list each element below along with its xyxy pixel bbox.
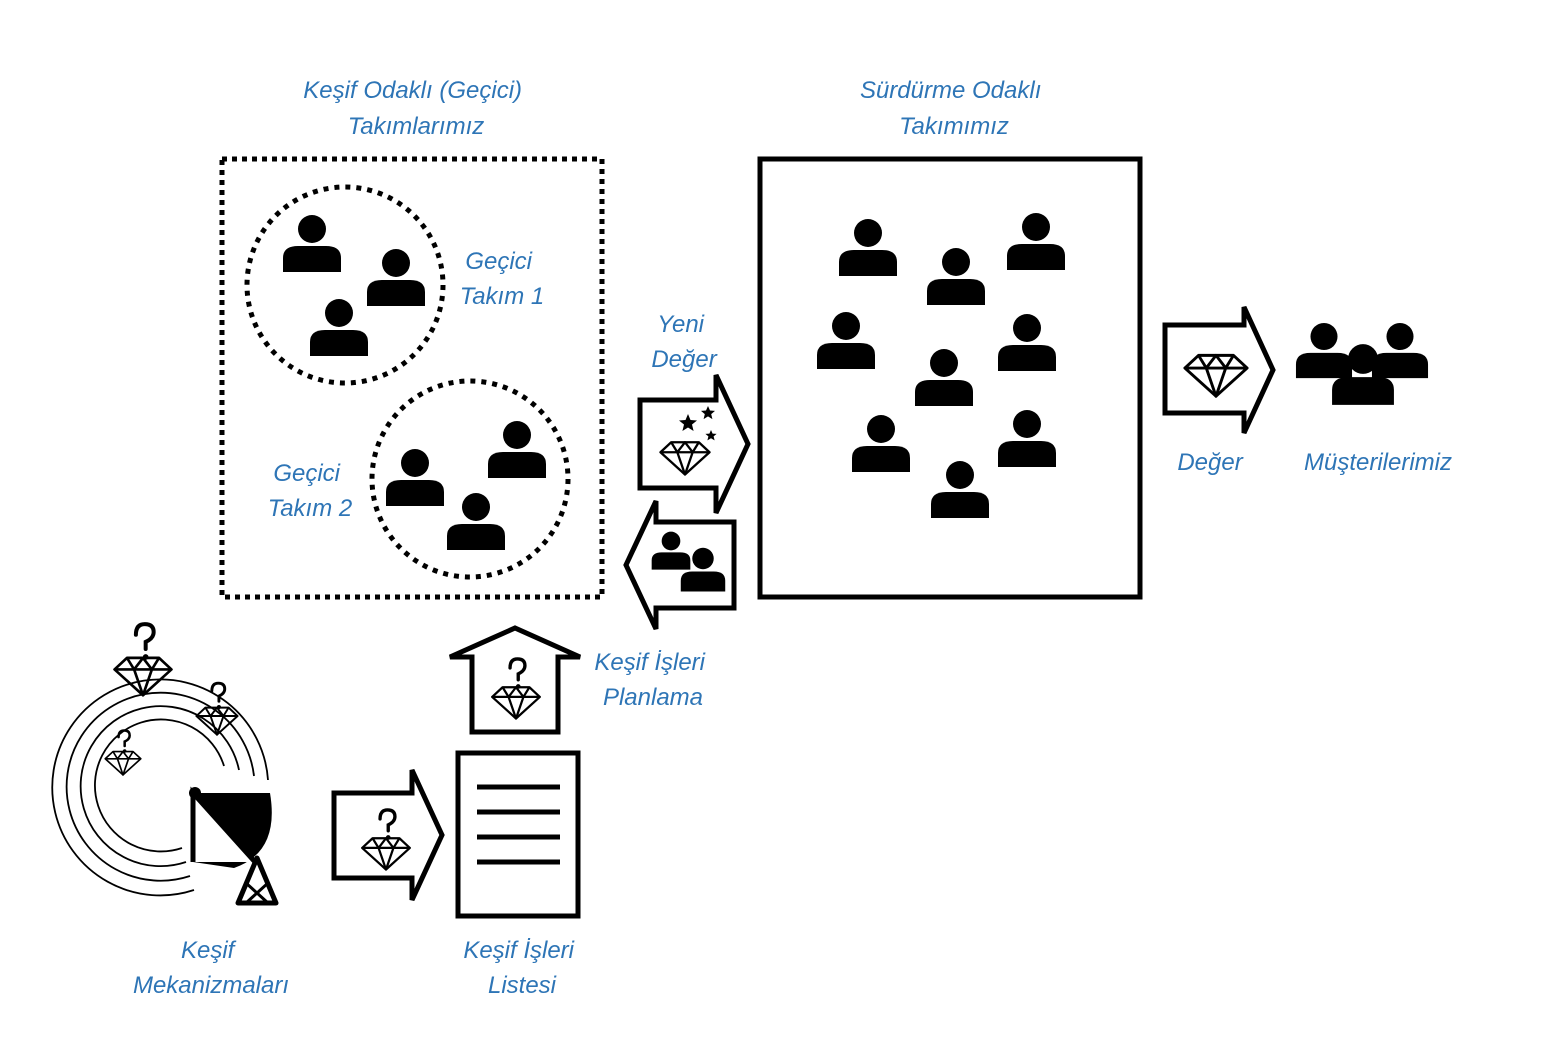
question-diamond-icon	[115, 624, 172, 695]
person-icon	[817, 312, 875, 369]
question-diamond-icon	[492, 659, 540, 719]
temp-team-1-members	[283, 215, 425, 356]
person-icon	[927, 248, 985, 305]
person-icon	[488, 421, 546, 478]
planning-arrow	[448, 625, 582, 735]
mechanisms-to-list-arrow	[331, 768, 445, 902]
value-label: Değer	[1177, 449, 1243, 476]
sustain-team-members	[817, 213, 1065, 518]
sustain-team-box	[757, 156, 1143, 600]
discovery-teams-title: Keşif Odaklı (Geçici) Takımlarımız	[303, 77, 528, 140]
diamond-icon	[1183, 353, 1249, 398]
radar-arcs	[51, 678, 269, 897]
person-icon	[998, 410, 1056, 467]
discovery-teams-box	[219, 156, 605, 600]
planning-label: Keşif İşleri Planlama	[594, 649, 711, 711]
temp-team-1-circle	[244, 184, 446, 386]
person-icon	[447, 493, 505, 550]
people-group-icon	[651, 531, 726, 592]
mechanisms-label: Keşif Mekanizmaları	[133, 937, 289, 999]
work-list-label: Keşif İşleri Listesi	[463, 937, 580, 999]
satellite-dish-icon	[189, 786, 279, 906]
temp-team-2-label: Geçici Takım 2	[268, 460, 352, 522]
person-icon	[998, 314, 1056, 371]
sustain-team-title: Sürdürme Odaklı Takımımız	[860, 77, 1048, 140]
customers-icon	[1295, 322, 1429, 405]
question-diamond-icon	[362, 810, 410, 870]
question-diamond-icon	[196, 683, 237, 735]
temp-team-2-circle	[369, 378, 571, 580]
customers-label: Müşterilerimiz	[1304, 449, 1452, 476]
new-value-arrow	[637, 373, 751, 515]
person-icon	[852, 415, 910, 472]
list-lines	[477, 784, 560, 865]
sparkle-diamond-icon	[659, 406, 717, 476]
person-icon	[1007, 213, 1065, 270]
list-document-icon	[455, 750, 581, 919]
question-diamond-icon	[105, 730, 141, 774]
temp-team-2-members	[386, 421, 546, 550]
team-assignment-arrow	[623, 499, 737, 631]
person-icon	[367, 249, 425, 306]
person-icon	[283, 215, 341, 272]
value-arrow	[1162, 305, 1276, 435]
person-icon	[915, 349, 973, 406]
new-value-label: Yeni Değer	[651, 311, 717, 373]
person-icon	[386, 449, 444, 506]
person-icon	[839, 219, 897, 276]
temp-team-1-label: Geçici Takım 1	[460, 248, 544, 310]
person-icon	[931, 461, 989, 518]
person-icon	[310, 299, 368, 356]
